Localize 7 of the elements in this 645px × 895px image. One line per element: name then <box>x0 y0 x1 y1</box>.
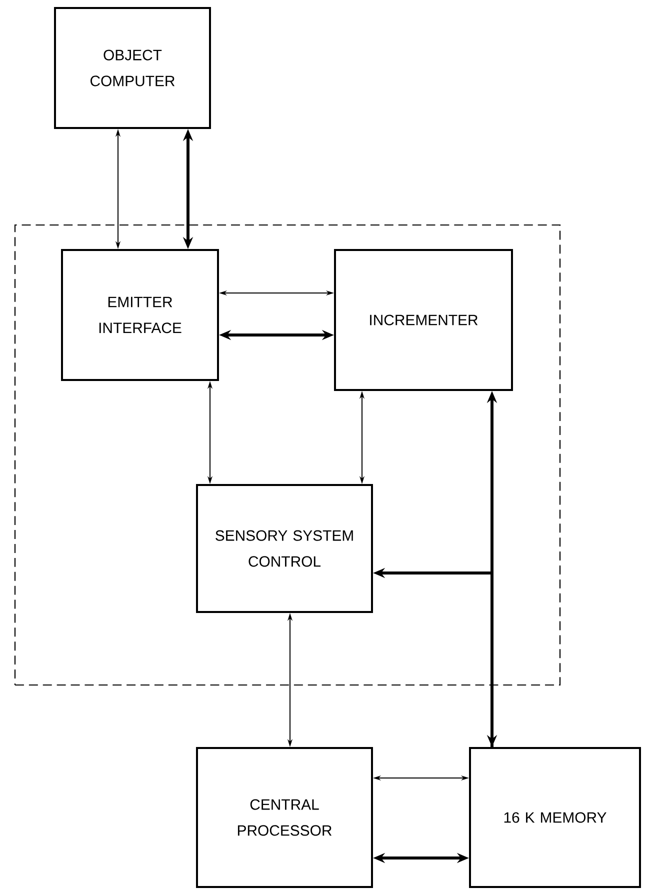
process-box: CENTRAL PROCESSOR <box>196 747 373 888</box>
process-box: 16 K MEMORY <box>469 747 641 888</box>
process-box: INCREMENTER <box>334 249 513 391</box>
process-box: SENSORY SYSTEM CONTROL <box>196 484 373 613</box>
group-boundary <box>14 224 561 686</box>
process-box: OBJECT COMPUTER <box>54 7 211 129</box>
process-box: EMITTER INTERFACE <box>61 249 219 381</box>
